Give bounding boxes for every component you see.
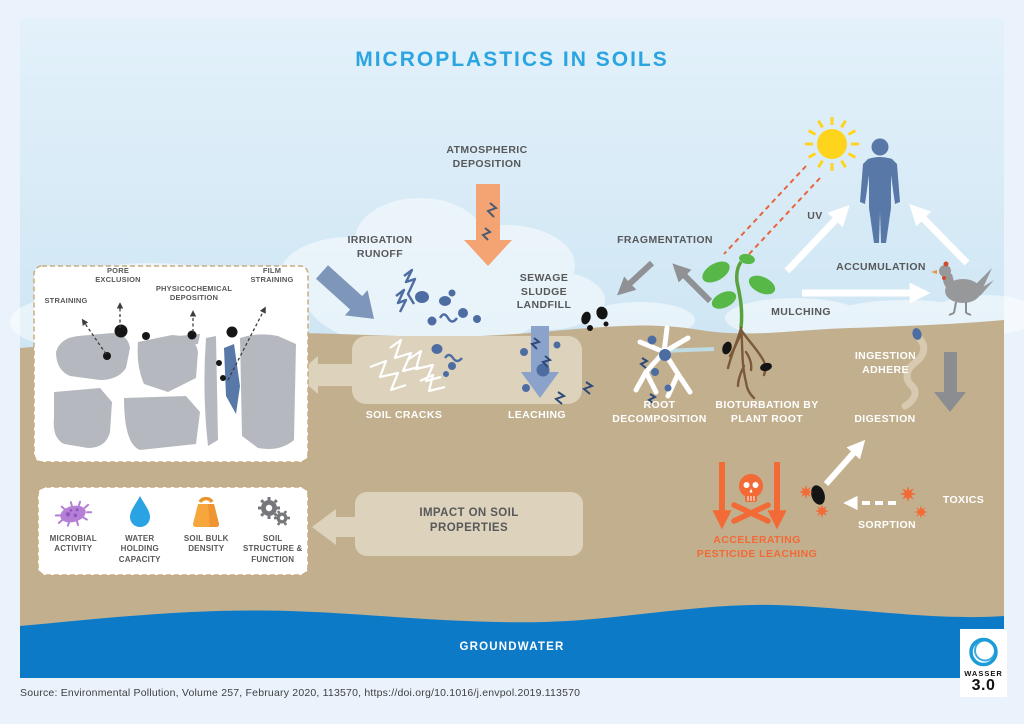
retention-mechanisms-box — [33, 265, 309, 463]
label-root-decomposition: ROOT DECOMPOSITION — [612, 399, 707, 425]
fragmentation-arrows — [617, 260, 713, 304]
logo-version: 3.0 — [971, 677, 996, 694]
plastic-film — [224, 344, 240, 414]
microbe-icon — [53, 494, 93, 530]
arrow-to-retention-box — [296, 356, 354, 394]
source-citation: Source: Environmental Pollution, Volume … — [20, 687, 581, 699]
label-microbial-activity: MICROBIAL ACTIVITY — [49, 534, 97, 554]
label-accumulation: ACCUMULATION — [836, 261, 926, 273]
label-soil-cracks: SOIL CRACKS — [365, 409, 443, 421]
plant — [702, 253, 776, 400]
pesticide-leaching — [712, 462, 787, 530]
item-soil-structure-function: SOIL STRUCTURE & FUNCTION — [240, 494, 307, 565]
earthworm — [901, 328, 928, 410]
label-sorption: SORPTION — [857, 519, 917, 531]
chicken-beak — [931, 270, 937, 274]
plastic-fragments — [581, 306, 609, 331]
item-water-holding-capacity: WATER HOLDING CAPACITY — [107, 494, 174, 565]
label-mulching: MULCHING — [771, 306, 831, 318]
page-title: MICROPLASTICS IN SOILS — [355, 48, 669, 71]
human-figure — [860, 138, 900, 243]
label-soil-bulk-density: SOIL BULK DENSITY — [183, 534, 229, 554]
wasser-logo — [960, 629, 1007, 697]
transfer-arrows — [784, 204, 970, 511]
label-impact-on-soil-properties: IMPACT ON SOIL PROPERTIES — [419, 507, 519, 534]
trapped-microplastic-particles — [103, 324, 238, 381]
label-fragmentation: FRAGMENTATION — [617, 234, 713, 246]
label-sewage-sludge-landfill: SEWAGE SLUDGE LANDFILL — [516, 272, 572, 312]
label-leaching: LEACHING — [507, 409, 567, 421]
label-digestion: DIGESTION — [854, 413, 916, 425]
soil-properties-box — [37, 486, 309, 576]
irrigation-microplastics — [395, 268, 481, 377]
weight-icon — [188, 494, 224, 530]
atmospheric-deposition-arrow — [464, 184, 512, 266]
chicken-comb — [943, 261, 949, 267]
label-bioturbation: BIOTURBATION BY PLANT ROOT — [715, 399, 819, 425]
label-ingestion-adhere: INGESTION ADHERE — [854, 350, 917, 376]
chicken-figure — [931, 261, 994, 316]
uv-rays — [723, 165, 821, 267]
label-accelerating-pesticide-leaching: ACCELERATING PESTICIDE LEACHING — [696, 534, 818, 560]
impact-on-soil-properties-box — [312, 492, 583, 556]
label-pore-exclusion: PORE EXCLUSION — [95, 266, 141, 285]
soil-aggregates — [53, 333, 296, 450]
retention-arrows — [81, 302, 266, 381]
label-toxics: TOXICS — [942, 494, 985, 506]
sun-icon — [805, 117, 859, 171]
water-drop-icon — [125, 494, 155, 530]
irrigation-runoff-arrow — [315, 265, 375, 319]
decomposing-root — [633, 325, 715, 405]
label-water-holding-capacity: WATER HOLDING CAPACITY — [118, 534, 161, 564]
label-film-straining: FILM STRAINING — [250, 266, 294, 285]
skull-crossbones-icon — [731, 474, 771, 524]
label-physicochemical-deposition: PHYSICOCHEMICAL DEPOSITION — [155, 284, 233, 303]
arrow-to-impact-box — [312, 509, 356, 545]
soil-crack-lines — [369, 338, 446, 393]
label-uv: UV — [807, 210, 823, 222]
label-soil-structure-function: SOIL STRUCTURE & FUNCTION — [242, 534, 303, 564]
leaching-arrow — [520, 326, 595, 405]
item-soil-bulk-density: SOIL BULK DENSITY — [173, 494, 240, 565]
digestion-arrow — [934, 352, 966, 412]
logo-wordmark: WASSER — [964, 669, 1003, 678]
label-irrigation-runoff: IRRIGATION RUNOFF — [347, 234, 413, 260]
gears-icon — [253, 494, 293, 530]
label-groundwater: GROUNDWATER — [459, 641, 565, 653]
label-straining: STRAINING — [44, 296, 88, 305]
groundwater-band — [20, 604, 1004, 678]
label-atmospheric-deposition: ATMOSPHERIC DEPOSITION — [446, 144, 528, 170]
item-microbial-activity: MICROBIAL ACTIVITY — [40, 494, 107, 565]
sorption-toxics — [799, 485, 928, 519]
soil-properties-items: MICROBIAL ACTIVITY WATER HOLDING CAPACIT… — [40, 494, 306, 565]
